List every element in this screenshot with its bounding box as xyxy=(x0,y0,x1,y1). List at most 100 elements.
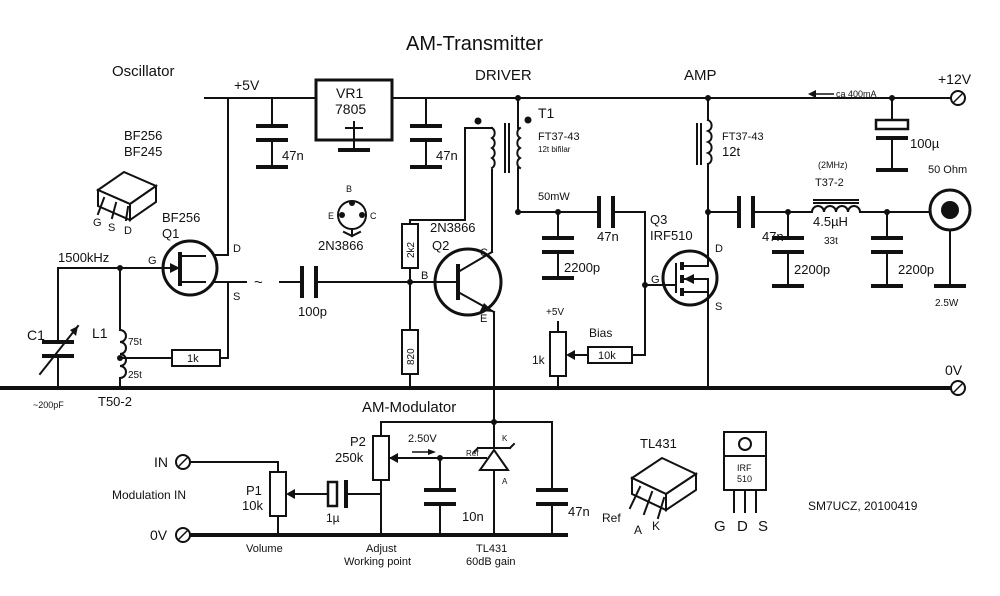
bias-supply: +5V xyxy=(546,307,564,318)
c1-variable-capacitor xyxy=(38,324,80,389)
q1-pkg-pin-s: S xyxy=(108,222,115,234)
q1-pkg-line2: BF245 xyxy=(124,144,162,159)
irf-pkg-pin-s: S xyxy=(758,518,768,535)
r-2k2-label: 2k2 xyxy=(406,241,417,258)
tl431-package-drawing xyxy=(628,456,699,520)
vr1-name: VR1 xyxy=(336,85,363,101)
q1-part: BF256 xyxy=(162,210,200,225)
p2-function-1: Adjust xyxy=(366,543,397,555)
l1-tapped-coil xyxy=(117,328,173,389)
decoupling-cap-right xyxy=(410,97,442,169)
in-label: IN xyxy=(154,454,168,470)
q1-pin-s: S xyxy=(233,291,240,303)
l1-name: L1 xyxy=(92,325,108,341)
filter-cap-out xyxy=(871,211,903,288)
r-820-label: 820 xyxy=(406,348,417,365)
filter-inductance: 4.5µH xyxy=(813,214,848,229)
q3-pin-d: D xyxy=(715,243,723,255)
q3-mosfet xyxy=(644,249,719,307)
filter-core: T37-2 xyxy=(815,177,844,189)
mod-zero-v-label: 0V xyxy=(150,527,168,543)
cap-label-47n-left: 47n xyxy=(282,148,304,163)
q1-package-drawing xyxy=(95,170,159,222)
current-label: ca 400mA xyxy=(836,89,877,99)
tl431-gain: 60dB gain xyxy=(466,556,516,568)
section-amp: AMP xyxy=(684,67,717,84)
tl431-pin-a: A xyxy=(502,477,508,486)
irf-pkg-pin-g: G xyxy=(714,518,726,535)
q1-jfet xyxy=(139,239,219,297)
q3-pin-g: G xyxy=(651,274,660,286)
section-modulator: AM-Modulator xyxy=(362,399,456,416)
p1-value: 10k xyxy=(242,498,263,513)
q2-package-drawing xyxy=(337,200,367,238)
q2-pin-c: C xyxy=(480,247,488,259)
irf-pkg-pin-d: D xyxy=(737,518,748,535)
t1-transformer xyxy=(464,95,532,221)
l1-turns-b: 25t xyxy=(128,370,142,381)
driver-cap-47n-label: 47n xyxy=(597,229,619,244)
q1-pkg-pin-g: G xyxy=(93,217,102,229)
mod-cap-1u xyxy=(326,479,382,508)
q3-pin-s: S xyxy=(715,301,722,313)
driver-cap-2200p-label: 2200p xyxy=(564,260,600,275)
filter-frequency: (2MHz) xyxy=(818,160,848,170)
zero-v-label: 0V xyxy=(945,362,963,378)
bias-r-value: 10k xyxy=(598,350,616,362)
amp-cap-47n-label: 47n xyxy=(762,229,784,244)
r-feedback-value: 1k xyxy=(187,353,199,365)
c1-value: ~200pF xyxy=(33,400,64,410)
irf510-package-drawing xyxy=(723,431,767,513)
amp-choke-core: FT37-43 xyxy=(722,131,764,143)
amp-cap-47n xyxy=(737,196,813,228)
load-label: 50 Ohm xyxy=(928,164,967,176)
filter-cap-in xyxy=(772,211,804,288)
filter-cap-in-label: 2200p xyxy=(794,262,830,277)
bias-network xyxy=(549,321,646,389)
filter-cap-out-label: 2200p xyxy=(898,262,934,277)
mod-cap-47n-label: 47n xyxy=(568,504,590,519)
q2-pin-b: B xyxy=(421,270,428,282)
r-feedback-1k xyxy=(171,349,229,367)
q1-pin-g: G xyxy=(148,255,157,267)
c1-name: C1 xyxy=(27,327,45,343)
bias-pot-value: 1k xyxy=(532,353,546,367)
l1-core: T50-2 xyxy=(98,394,132,409)
q1-name: Q1 xyxy=(162,226,179,241)
amp-choke-turns: 12t xyxy=(722,144,740,159)
plus12v-label: +12V xyxy=(938,71,972,87)
q2-pkg-pin-c: C xyxy=(370,211,377,221)
supply-cap-100u xyxy=(874,97,910,172)
tl431-pkg-title: TL431 xyxy=(640,436,677,451)
cap-label-47n-right: 47n xyxy=(436,148,458,163)
r-820 xyxy=(401,329,419,375)
supply-cap-label: 100µ xyxy=(910,136,940,151)
plus-rail xyxy=(204,90,966,106)
l1-turns-a: 75t xyxy=(128,337,142,348)
bias-label: Bias xyxy=(589,326,612,340)
tl431-pkg-pin-a: A xyxy=(634,523,642,537)
q2-pkg-part: 2N3866 xyxy=(318,238,364,253)
q2-npn-transistor xyxy=(429,247,503,317)
q2-pin-e: E xyxy=(480,313,487,325)
p2-function-2: Working point xyxy=(344,556,411,568)
mod-input-label: Modulation IN xyxy=(112,488,186,502)
ref-cap-label: 10n xyxy=(462,509,484,524)
osc-frequency: 1500kHz xyxy=(58,250,109,265)
current-arrow xyxy=(808,90,834,98)
q3-name: Q3 xyxy=(650,212,667,227)
t1-core: FT37-43 xyxy=(538,131,580,143)
schematic-title: AM-Transmitter xyxy=(406,33,543,55)
filter-inductor xyxy=(810,199,933,214)
p1-name: P1 xyxy=(246,483,262,498)
amp-choke xyxy=(696,118,713,166)
q2-pkg-pin-e: E xyxy=(328,211,334,221)
q1-pkg-pin-d: D xyxy=(124,225,132,237)
footer-signature: SM7UCZ, 20100419 xyxy=(808,499,918,513)
decoupling-cap-left xyxy=(256,97,288,169)
power-out-label: 2.5W xyxy=(935,298,959,309)
vr1-part: 7805 xyxy=(335,101,366,117)
t1-name: T1 xyxy=(538,105,555,121)
ref-voltage: 2.50V xyxy=(408,433,437,445)
